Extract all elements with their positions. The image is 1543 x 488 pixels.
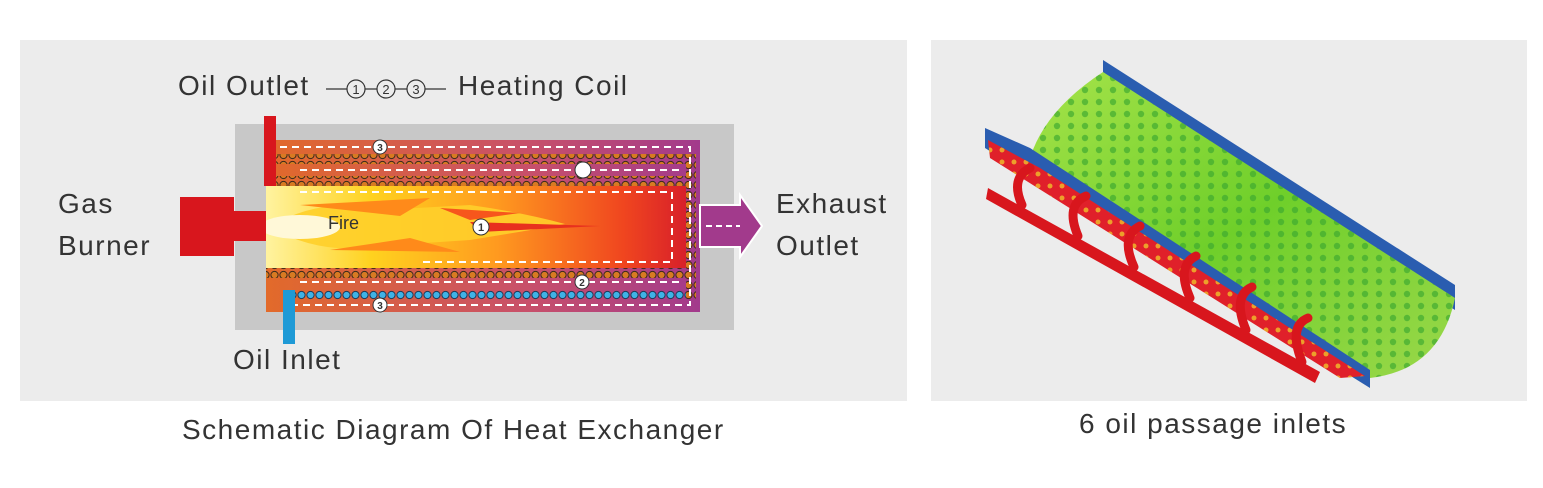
inlet-pipes	[1013, 163, 1313, 367]
marker-1-fire: 1	[472, 218, 490, 236]
oil-outlet-label: Oil Outlet	[178, 70, 310, 101]
inlet-pipe-2	[1068, 191, 1091, 241]
inlet-pipe-6	[1291, 313, 1313, 367]
svg-text:1: 1	[478, 222, 484, 234]
manifold-pipe	[986, 188, 1320, 383]
gas-burner-label-line2: Burner	[58, 230, 152, 261]
legend-marker-1: 1	[352, 82, 359, 97]
svg-text:2: 2	[579, 278, 585, 289]
oil-outlet-pipe	[264, 116, 276, 186]
flame	[260, 198, 600, 252]
inlet-pipe-1	[1013, 163, 1035, 210]
marker-top-coil	[574, 161, 592, 179]
legend-markers: 1 2 3	[326, 79, 446, 99]
marker-3-bottom: 3	[372, 297, 388, 313]
coil-row-top-inner	[266, 176, 686, 186]
svg-text:3: 3	[377, 301, 383, 312]
inlet-pipe-4	[1179, 251, 1201, 303]
svg-text:3: 3	[377, 143, 383, 154]
exhaust-outlet-label-line1: Exhaust	[776, 188, 888, 219]
oil-inlet-pipe	[283, 290, 295, 344]
inlet-pipe-5	[1235, 282, 1257, 335]
gas-burner-label-line1: Gas	[58, 188, 114, 219]
inlet-pipe-3	[1123, 221, 1145, 272]
flow-lines	[280, 146, 691, 306]
heating-coil-label: Heating Coil	[458, 70, 629, 101]
fire-label: Fire	[328, 213, 359, 233]
legend-marker-2: 2	[382, 82, 389, 97]
right-caption: 6 oil passage inlets	[1079, 408, 1348, 439]
left-caption: Schematic Diagram Of Heat Exchanger	[182, 414, 725, 445]
trough-holes	[1030, 72, 1455, 378]
gas-burner	[180, 197, 266, 256]
marker-2-bottom: 2	[574, 274, 590, 290]
coil-row-bottom-inner	[266, 268, 686, 278]
oil-inlet-label: Oil Inlet	[233, 344, 342, 375]
legend-marker-3: 3	[412, 82, 419, 97]
marker-3-top: 3	[372, 139, 388, 155]
coil-end	[686, 154, 696, 300]
exhaust-outlet-label-line2: Outlet	[776, 230, 860, 261]
coil-row-bottom-outer	[286, 290, 686, 300]
coil-row-top-outer	[266, 154, 686, 164]
